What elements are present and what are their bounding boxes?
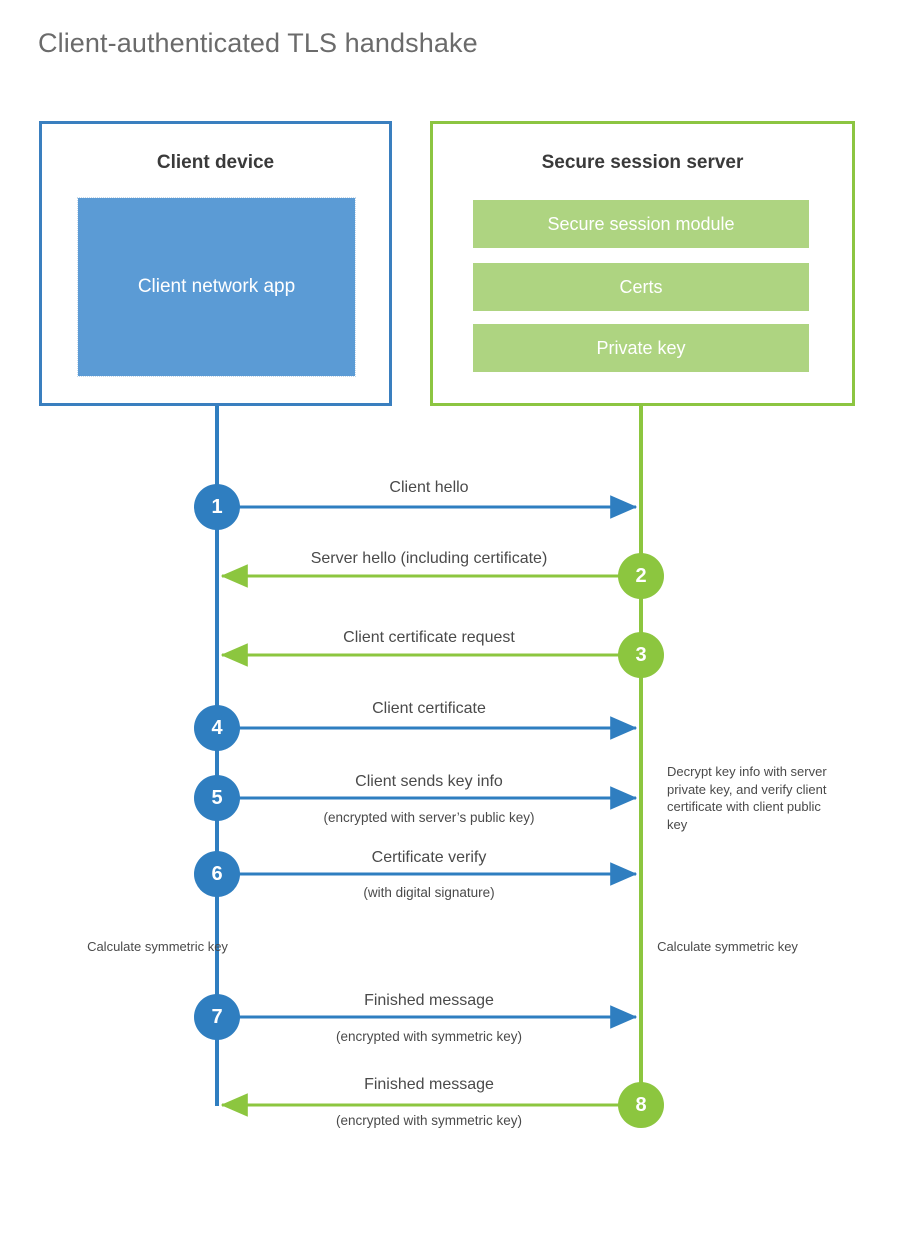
step-marker-4[interactable]: 4 — [194, 705, 240, 751]
step-marker-7[interactable]: 7 — [194, 994, 240, 1040]
step-label-1: Client hello — [389, 479, 469, 496]
step-marker-3[interactable]: 3 — [618, 632, 664, 678]
page-title: Client-authenticated TLS handshake — [38, 28, 478, 58]
step-sublabel-8: (encrypted with symmetric key) — [335, 1113, 523, 1128]
step-sublabel-6: (with digital signature) — [363, 885, 495, 900]
step-label-6: Certificate verify — [371, 849, 487, 866]
step-sublabel-5: (encrypted with server’s public key) — [323, 810, 535, 825]
step-label-5: Client sends key info — [355, 773, 503, 790]
step-sublabel-7: (encrypted with symmetric key) — [335, 1029, 523, 1044]
note-client-calculate-symmetric-key: Calculate symmetric key — [87, 939, 228, 954]
step-marker-5[interactable]: 5 — [194, 775, 240, 821]
step-label-3: Client certificate request — [343, 629, 515, 646]
server-block-certs: Certs — [473, 263, 809, 311]
client-device-title: Client device — [156, 152, 275, 173]
step-label-2: Server hello (including certificate) — [310, 550, 548, 567]
server-block-secure-session-module: Secure session module — [473, 200, 809, 248]
step-marker-1[interactable]: 1 — [194, 484, 240, 530]
secure-session-server-title: Secure session server — [541, 152, 744, 173]
step-marker-2[interactable]: 2 — [618, 553, 664, 599]
client-network-app-block: Client network app — [77, 197, 356, 377]
step-label-7: Finished message — [364, 992, 494, 1009]
step-label-8: Finished message — [364, 1076, 494, 1093]
step-marker-6[interactable]: 6 — [194, 851, 240, 897]
step-marker-8[interactable]: 8 — [618, 1082, 664, 1128]
server-block-private-key: Private key — [473, 324, 809, 372]
note-server-decrypt: Decrypt key info with server private key… — [667, 764, 827, 832]
note-server-calculate-symmetric-key: Calculate symmetric key — [657, 939, 798, 954]
step-label-4: Client certificate — [372, 700, 486, 717]
